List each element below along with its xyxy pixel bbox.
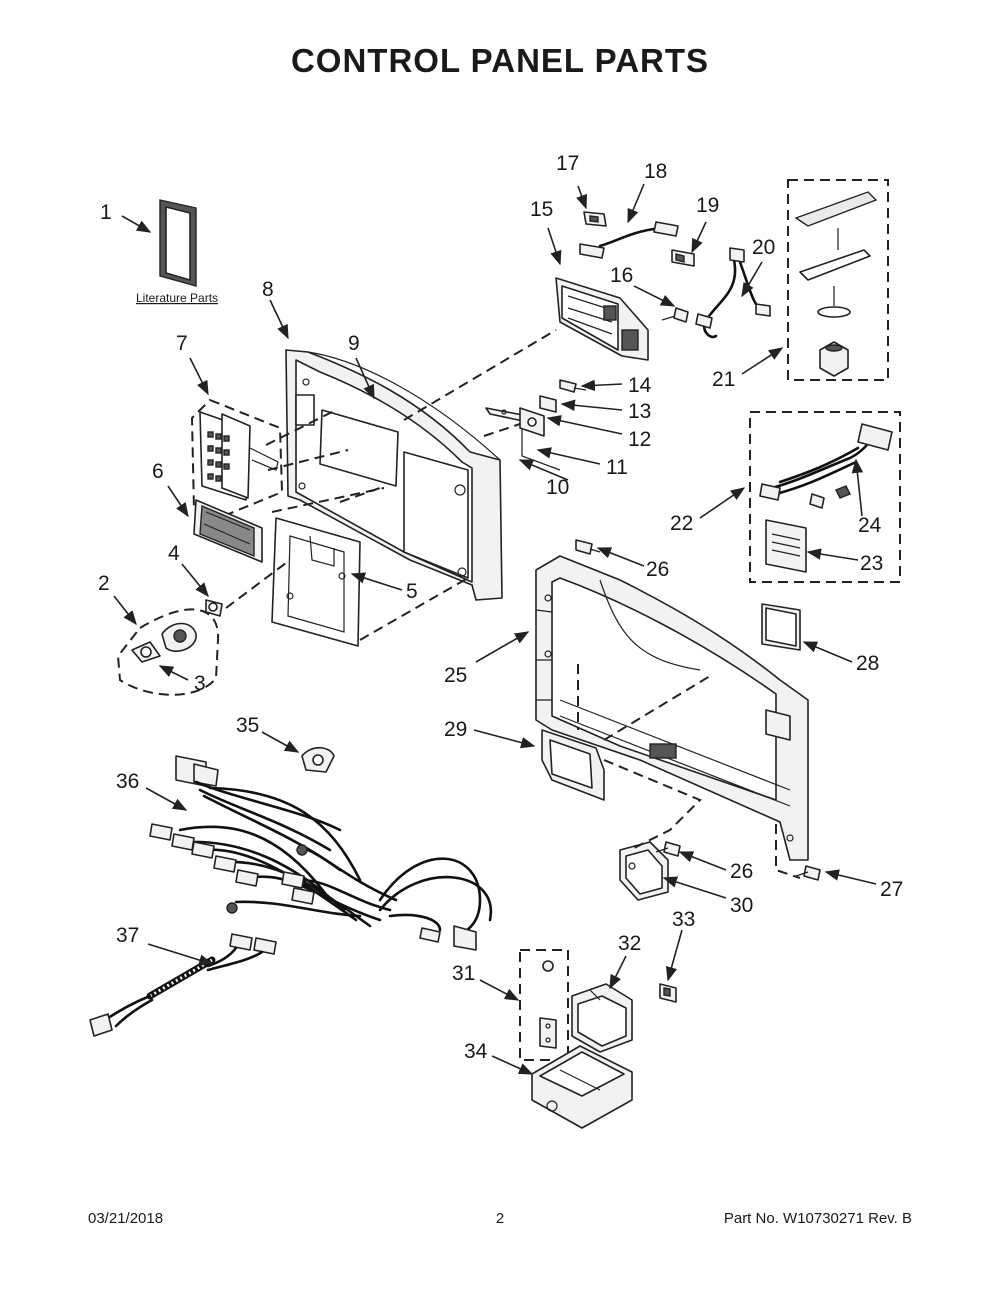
part-15-control-board bbox=[555, 277, 649, 361]
part-36-main-harness bbox=[149, 755, 493, 951]
part-20-harness bbox=[695, 247, 771, 339]
callout-11: 11 bbox=[606, 456, 628, 479]
callout-21: 21 bbox=[712, 368, 735, 391]
callout-2: 2 bbox=[98, 572, 110, 595]
part-25-frame bbox=[535, 555, 809, 861]
callout-35: 35 bbox=[236, 714, 259, 737]
callout-3: 3 bbox=[194, 672, 206, 695]
callout-27: 27 bbox=[880, 878, 903, 901]
part-33-connector bbox=[659, 983, 677, 1003]
part-32-board-cover bbox=[571, 983, 633, 1053]
part-27-screw bbox=[795, 865, 821, 881]
leader-lines bbox=[113, 183, 877, 1075]
callout-17: 17 bbox=[556, 152, 579, 175]
callout-14: 14 bbox=[628, 374, 652, 397]
callout-30: 30 bbox=[730, 894, 753, 917]
part-4-nut bbox=[205, 599, 223, 617]
callout-23: 23 bbox=[860, 552, 883, 575]
callout-25: 25 bbox=[444, 664, 467, 687]
callout-7: 7 bbox=[176, 332, 188, 355]
callout-24: 24 bbox=[858, 514, 882, 537]
callout-34: 34 bbox=[464, 1040, 488, 1063]
part-21-mount-kit bbox=[787, 179, 889, 381]
part-2-3-switch-group bbox=[116, 608, 220, 696]
part-1-literature: Literature Parts bbox=[136, 199, 218, 305]
callout-31: 31 bbox=[452, 962, 475, 985]
callout-numbers: 1 2 3 4 5 6 7 8 9 10 11 12 13 14 15 16 1… bbox=[98, 152, 903, 1063]
callout-20: 20 bbox=[752, 236, 775, 259]
callout-5: 5 bbox=[406, 580, 418, 603]
part-11-12-switch bbox=[519, 407, 545, 437]
part-22-harness-kit bbox=[749, 411, 901, 583]
part-5-plate bbox=[271, 517, 361, 647]
callout-12: 12 bbox=[628, 428, 651, 451]
part-34-housing bbox=[531, 1045, 633, 1129]
callout-37: 37 bbox=[116, 924, 139, 947]
callout-1: 1 bbox=[100, 201, 112, 224]
callout-4: 4 bbox=[168, 542, 180, 565]
callout-36: 36 bbox=[116, 770, 139, 793]
part-29-bracket bbox=[541, 729, 605, 801]
callout-26-top: 26 bbox=[646, 558, 669, 581]
alignment-lines bbox=[225, 329, 801, 879]
callout-6: 6 bbox=[152, 460, 164, 483]
callout-33: 33 bbox=[672, 908, 695, 931]
literature-parts-label: Literature Parts bbox=[136, 291, 218, 305]
callout-26-bottom: 26 bbox=[730, 860, 753, 883]
callout-22: 22 bbox=[670, 512, 693, 535]
footer-part-number: Part No. W10730271 Rev. B bbox=[723, 1210, 912, 1227]
part-26-screw-bottom bbox=[655, 841, 681, 857]
part-9-console-panel bbox=[285, 349, 503, 601]
part-14-screw bbox=[559, 379, 587, 393]
footer-page-number: 2 bbox=[495, 1210, 505, 1227]
callout-28: 28 bbox=[856, 652, 879, 675]
part-16-screw bbox=[661, 307, 689, 323]
part-26-screw-top bbox=[575, 539, 601, 555]
part-30-bracket bbox=[619, 841, 669, 901]
part-17-connector bbox=[583, 211, 607, 227]
part-23-cover bbox=[765, 519, 807, 573]
footer-date: 03/21/2018 bbox=[88, 1210, 164, 1227]
part-13-clip bbox=[539, 395, 557, 413]
callout-10: 10 bbox=[546, 476, 569, 499]
callout-18: 18 bbox=[644, 160, 667, 183]
callout-16: 16 bbox=[610, 264, 633, 287]
part-19-connector bbox=[671, 249, 695, 267]
callout-9: 9 bbox=[348, 332, 360, 355]
part-35-clamp bbox=[301, 746, 335, 773]
part-31-group bbox=[519, 949, 569, 1061]
callout-15: 15 bbox=[530, 198, 553, 221]
part-37-harness bbox=[89, 933, 277, 1037]
callout-19: 19 bbox=[696, 194, 719, 217]
part-6-display bbox=[193, 499, 263, 563]
callout-8: 8 bbox=[262, 278, 274, 301]
callout-13: 13 bbox=[628, 400, 651, 423]
part-18-harness bbox=[579, 221, 679, 259]
page-title: CONTROL PANEL PARTS bbox=[290, 42, 710, 79]
callout-32: 32 bbox=[618, 932, 641, 955]
part-28-panel bbox=[761, 603, 801, 651]
part-7-keypad bbox=[190, 398, 284, 522]
callout-29: 29 bbox=[444, 718, 467, 741]
